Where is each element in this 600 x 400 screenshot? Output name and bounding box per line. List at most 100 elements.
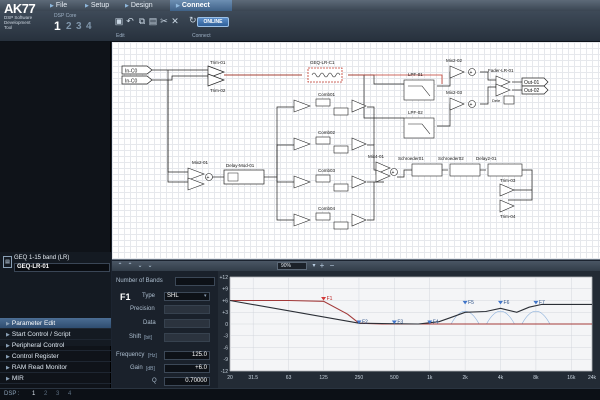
module-id: GEQ-LR-01: [14, 263, 110, 272]
sidebar-item-start-control[interactable]: ▶Start Control / Script: [0, 329, 111, 340]
collapse-down-icon[interactable]: ⌄: [147, 263, 153, 269]
menu-file[interactable]: ▶File: [50, 2, 68, 9]
chevron-down-icon[interactable]: ▾: [312, 263, 316, 269]
sidebar-item-peripheral-control[interactable]: ▶Peripheral Control: [0, 340, 111, 351]
delay2-01-label: Delay2-01: [476, 156, 497, 161]
menu-design[interactable]: ▶Design: [125, 2, 153, 9]
x-tick-label: 1k: [427, 375, 433, 381]
status-dsp-4[interactable]: 4: [68, 391, 72, 397]
triangle-icon: ▶: [85, 3, 89, 9]
delay2-01-block[interactable]: Delay2-01: [476, 156, 523, 177]
menu-connect[interactable]: ▶Connect: [170, 0, 232, 11]
triangle-icon: ▶: [176, 3, 180, 9]
block-diagram-canvas[interactable]: In-C0 In-C0 Trim-01 Trim-02 GEQ-LR-C1: [112, 42, 600, 260]
comb-01-block[interactable]: Comb01: [293, 92, 367, 116]
q-label: Q: [152, 378, 157, 384]
output-port-2[interactable]: Out-02: [521, 85, 549, 95]
comb-04-block[interactable]: Comb04: [293, 206, 367, 230]
gain-input[interactable]: +6.0: [164, 364, 210, 373]
paste-icon[interactable]: ▤: [148, 16, 158, 26]
precision-field[interactable]: [164, 305, 210, 314]
delay-mod-block[interactable]: Delay-Mod-01: [223, 163, 265, 185]
chevron-down-icon: ▾: [204, 293, 207, 299]
comb-03-block[interactable]: Comb03: [293, 168, 367, 192]
band-bell-curve: [450, 310, 480, 325]
sidebar-item-mir[interactable]: ▶MIR: [0, 373, 111, 384]
q-input[interactable]: 0.70000: [164, 377, 210, 386]
zoom-in-button[interactable]: +: [319, 261, 325, 270]
svg-text:+: +: [470, 102, 473, 108]
zoom-out-button[interactable]: −: [329, 261, 335, 270]
frequency-input[interactable]: 125.0: [164, 351, 210, 360]
fader-block[interactable]: Fader-LR-01 Dele: [488, 68, 515, 105]
sidebar-item-parameter-edit[interactable]: ▶Parameter Edit: [0, 318, 111, 329]
number-of-bands-field[interactable]: [175, 277, 215, 286]
sidebar-item-control-register[interactable]: ▶Control Register: [0, 351, 111, 362]
schroeder-01-block[interactable]: Schroeder01: [398, 156, 443, 177]
band-marker-label: F1: [327, 296, 333, 302]
trim-04-label: Trim-04: [500, 214, 516, 219]
dsp-core-4[interactable]: 4: [86, 21, 92, 32]
geq-block[interactable]: GEQ-LR-C1: [307, 60, 343, 83]
module-name: GEQ 1-15 band (LR): [14, 255, 70, 261]
x-tick-label: 63: [286, 375, 292, 381]
y-tick-label: +12: [220, 275, 229, 281]
arrow-icon: ▶: [6, 343, 10, 349]
trim-03-block[interactable]: Trim-03: [499, 178, 516, 197]
online-button[interactable]: ONLINE: [197, 17, 229, 27]
trim-02-block[interactable]: Trim-02: [207, 73, 226, 93]
save-icon[interactable]: ▣: [114, 16, 124, 26]
comb-02-block[interactable]: Comb02: [293, 130, 367, 154]
type-select[interactable]: SHL: [164, 292, 210, 301]
dele-label: Dele: [492, 98, 501, 103]
dsp-core-3[interactable]: 3: [76, 21, 82, 32]
status-dsp-2[interactable]: 2: [44, 391, 48, 397]
schroeder-02-block[interactable]: Schroeder02: [438, 156, 481, 177]
mix2-02-block[interactable]: + Mix2-02: [446, 58, 476, 79]
app-subtitle-2: Development: [4, 20, 31, 25]
undo-icon[interactable]: ↶: [126, 16, 134, 26]
mix2-03-block[interactable]: + Mix2-03: [446, 90, 476, 111]
mix4-01-label: Mix4-01: [368, 154, 385, 159]
output-port-1-label: Out-01: [524, 80, 540, 86]
schroeder-02-label: Schroeder02: [438, 156, 464, 161]
delete-icon[interactable]: ✕: [171, 16, 179, 26]
type-label: Type: [142, 293, 156, 299]
zoom-select[interactable]: 90%: [277, 262, 307, 270]
move-up-icon[interactable]: ⌃: [127, 263, 133, 269]
y-tick-label: +9: [222, 287, 228, 293]
trim-01-block[interactable]: Trim-01: [207, 60, 226, 79]
shift-field[interactable]: [164, 333, 210, 342]
connection-wires: [152, 69, 533, 221]
gain-unit: [dB]: [146, 366, 155, 372]
dsp-core-2[interactable]: 2: [66, 21, 72, 32]
lpf-01-block[interactable]: LPF-01: [403, 72, 435, 101]
output-port-1[interactable]: Out-01: [521, 77, 549, 87]
collapse-up-icon[interactable]: ⌃: [117, 263, 123, 269]
data-field[interactable]: [164, 319, 210, 328]
band-marker-label: F3: [397, 320, 403, 326]
sidebar-item-ram-read-monitor[interactable]: ▶RAM Read Monitor: [0, 362, 111, 373]
band-marker-f6: [498, 300, 504, 305]
arrow-icon: ▶: [6, 365, 10, 371]
status-dsp-3[interactable]: 3: [56, 391, 60, 397]
mix2-01-block[interactable]: + Mix2-01: [187, 160, 213, 191]
copy-icon[interactable]: ⧉: [138, 16, 146, 26]
move-down-icon[interactable]: ⌄: [137, 263, 143, 269]
trim-04-block[interactable]: Trim-04: [499, 199, 516, 219]
menu-setup[interactable]: ▶Setup: [85, 2, 110, 9]
x-tick-label: 24k: [588, 375, 597, 381]
input-port-2[interactable]: In-C0: [121, 75, 153, 85]
lpf-02-block[interactable]: LPF-02: [403, 110, 435, 139]
refresh-icon[interactable]: ↻: [189, 15, 197, 25]
dsp-core-1[interactable]: 1: [54, 19, 61, 33]
cut-icon[interactable]: ✂: [160, 16, 168, 26]
app-logo: AK77 DSP Software Development Tool: [4, 2, 48, 30]
input-port-1[interactable]: In-C0: [121, 65, 153, 75]
status-dsp-1[interactable]: 1: [32, 391, 36, 397]
edit-label: Edit: [116, 33, 125, 39]
status-bar: DSP : 1 2 3 4: [0, 388, 600, 400]
mix4-01-block[interactable]: + Mix4-01: [368, 154, 398, 183]
